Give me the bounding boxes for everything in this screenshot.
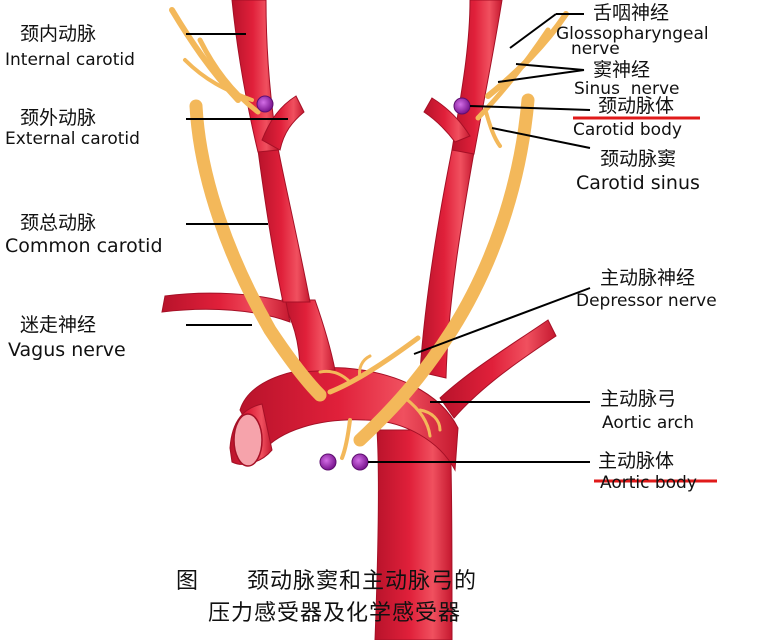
label-glossopharyngeal-en-1: Glossopharyngeal: [556, 24, 709, 44]
aortic-nerve-branch-d: [418, 408, 442, 432]
nerves: [169, 7, 569, 460]
descending-aorta: [374, 429, 453, 640]
figure-caption-line-2: 压力感受器及化学感受器: [208, 601, 462, 626]
right-sinus-nerve: [197, 37, 261, 115]
aortic-body-marker-2: [351, 453, 369, 471]
left-sinus-nerve: [475, 27, 551, 121]
leader-glossopharyngeal-2: [509, 13, 557, 49]
left-external-carotid: [423, 97, 471, 143]
vagus-nerve-trunk: [189, 99, 327, 402]
leader-carotid-sinus: [491, 127, 591, 149]
label-vagus-nerve-en: Vagus nerve: [8, 339, 126, 361]
label-aortic-body-en: Aortic body: [600, 473, 697, 493]
left-nerve-branch-a: [484, 110, 502, 148]
depressor-nerve-path: [327, 335, 421, 395]
aortic-nerve-branch-a: [318, 369, 352, 384]
label-carotid-body-zh: 颈动脉体: [598, 95, 675, 117]
highlight-underlines: [573, 116, 717, 483]
label-depressor-nerve-zh: 主动脉神经: [600, 267, 696, 289]
brachiocephalic-trunk: [281, 299, 336, 373]
label-carotid-sinus-en: Carotid sinus: [576, 172, 700, 194]
aortic-nerve-branch-b: [358, 354, 372, 380]
label-internal-carotid-en: Internal carotid: [5, 50, 135, 70]
right-carotid-body-marker: [256, 95, 274, 113]
label-aortic-body-zh: 主动脉体: [598, 450, 675, 472]
label-common-carotid-zh: 颈总动脉: [20, 212, 97, 234]
left-vagus-nerve: [353, 93, 535, 447]
left-carotid-body-marker: [453, 97, 471, 115]
label-sinus-nerve-zh: 窦神经: [593, 59, 651, 81]
label-aortic-arch-zh: 主动脉弓: [600, 388, 677, 410]
label-sinus-nerve-en: Sinus nerve: [574, 79, 680, 99]
right-nerve-branch: [183, 58, 254, 102]
aortic-nerve-to-body: [340, 418, 352, 460]
figure-caption-line-1: 图 颈动脉窦和主动脉弓的: [176, 569, 477, 594]
label-depressor-nerve-en: Depressor nerve: [576, 291, 717, 311]
leader-carotid-body: [469, 105, 591, 111]
aortic-body-marker-1: [319, 453, 337, 471]
right-subclavian-artery: [161, 292, 291, 323]
right-external-carotid: [261, 95, 305, 151]
leader-depressor-nerve: [413, 287, 591, 355]
label-carotid-sinus-zh: 颈动脉窦: [600, 148, 677, 170]
aortic-nerve-branch-c: [403, 396, 432, 438]
label-vagus-nerve-zh: 迷走神经: [20, 314, 97, 336]
left-glossopharyngeal-nerve: [485, 11, 569, 99]
label-external-carotid-en: External carotid: [5, 129, 140, 149]
label-common-carotid-en: Common carotid: [5, 235, 163, 257]
label-external-carotid-zh: 颈外动脉: [20, 107, 97, 129]
leader-lines: [186, 13, 591, 463]
aortic-lumen: [233, 413, 263, 467]
label-carotid-body-en: Carotid body: [573, 120, 682, 140]
leader-sinus-nerve-a: [515, 63, 585, 71]
leader-sinus-nerve-b: [497, 69, 585, 83]
label-aortic-arch-en: Aortic arch: [602, 413, 695, 433]
label-glossopharyngeal-zh: 舌咽神经: [593, 2, 670, 24]
left-subclavian-artery: [439, 319, 557, 419]
label-internal-carotid-zh: 颈内动脉: [20, 23, 97, 45]
label-glossopharyngeal-en-2: nerve: [571, 39, 620, 59]
